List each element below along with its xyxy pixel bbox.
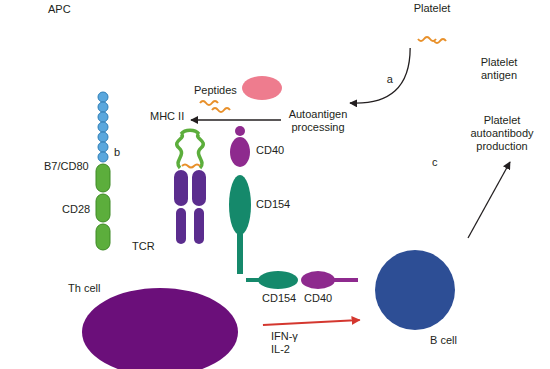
peptide [212,108,230,112]
mhc-cap [181,130,199,134]
part-label: Autoantigen processing [282,108,354,134]
b7-bead [98,152,108,162]
part-label: CD154 [262,292,296,305]
part-label: TCR [132,240,155,253]
tcr-chain [192,170,206,206]
cell-label: B cell [430,334,457,347]
platelet-shape [395,25,469,37]
presented-peptide [182,165,200,168]
b7-bead [98,142,108,152]
part-label: CD40 [256,144,284,157]
b7-bead [98,102,108,112]
tcr-chain [174,170,188,206]
mhc-chain [198,134,204,168]
part-label: Peptides [194,84,237,97]
cd154-ligand [258,271,298,289]
mhc-chain [177,134,183,168]
b7-bead [98,112,108,122]
connector-arrow [263,320,360,325]
cell-label: Platelet [393,2,471,15]
th-cell-shape [36,229,264,369]
b-cell-shape [356,226,494,364]
part-label: CD40 [304,292,332,305]
b7-bead [98,122,108,132]
platelet-antigen [418,37,436,41]
cd28-segment [96,194,110,222]
th-nucleus [82,288,238,369]
cd154-ligand [229,175,251,235]
part-label: CD28 [62,203,90,216]
platelet: Platelet [393,2,471,46]
cd28-segment [96,224,110,250]
connector-arrow [350,48,410,103]
edge-label: IFN-γ IL-2 [271,330,307,356]
b7-bead [98,92,108,102]
edge-label: a [387,73,393,86]
b-cell-outline [355,225,495,365]
cell-label: Th cell [68,282,100,295]
peptide [200,101,218,105]
tcr-chain [194,208,204,244]
b-cell: B cell [355,225,495,365]
part-label: Platelet autoantibody production [462,114,542,153]
cd40-receptor [301,271,335,289]
apc-cell-shape [22,8,406,235]
part-label: B7/CD80 [44,160,89,173]
cd40-stem [334,278,358,282]
cd28-segment [96,164,110,192]
cd40-receptor [230,137,250,167]
platelet-antigen [434,39,446,43]
cd40-knob [235,126,245,136]
processing-arrow [191,119,281,120]
cd154-stem [246,278,260,282]
tcr-chain [176,208,186,244]
part-label: Platelet antigen [472,56,526,82]
b7-bead [98,132,108,142]
cell-label: APC [48,3,71,16]
part-label: c [432,156,438,169]
part-label: MHC II [150,110,184,123]
production-arrow [468,162,510,238]
cd154-stem [237,234,243,274]
apc-nucleus [242,76,282,100]
part-label: CD154 [256,198,290,211]
b-nucleus [375,250,455,330]
part-label: b [114,146,120,159]
